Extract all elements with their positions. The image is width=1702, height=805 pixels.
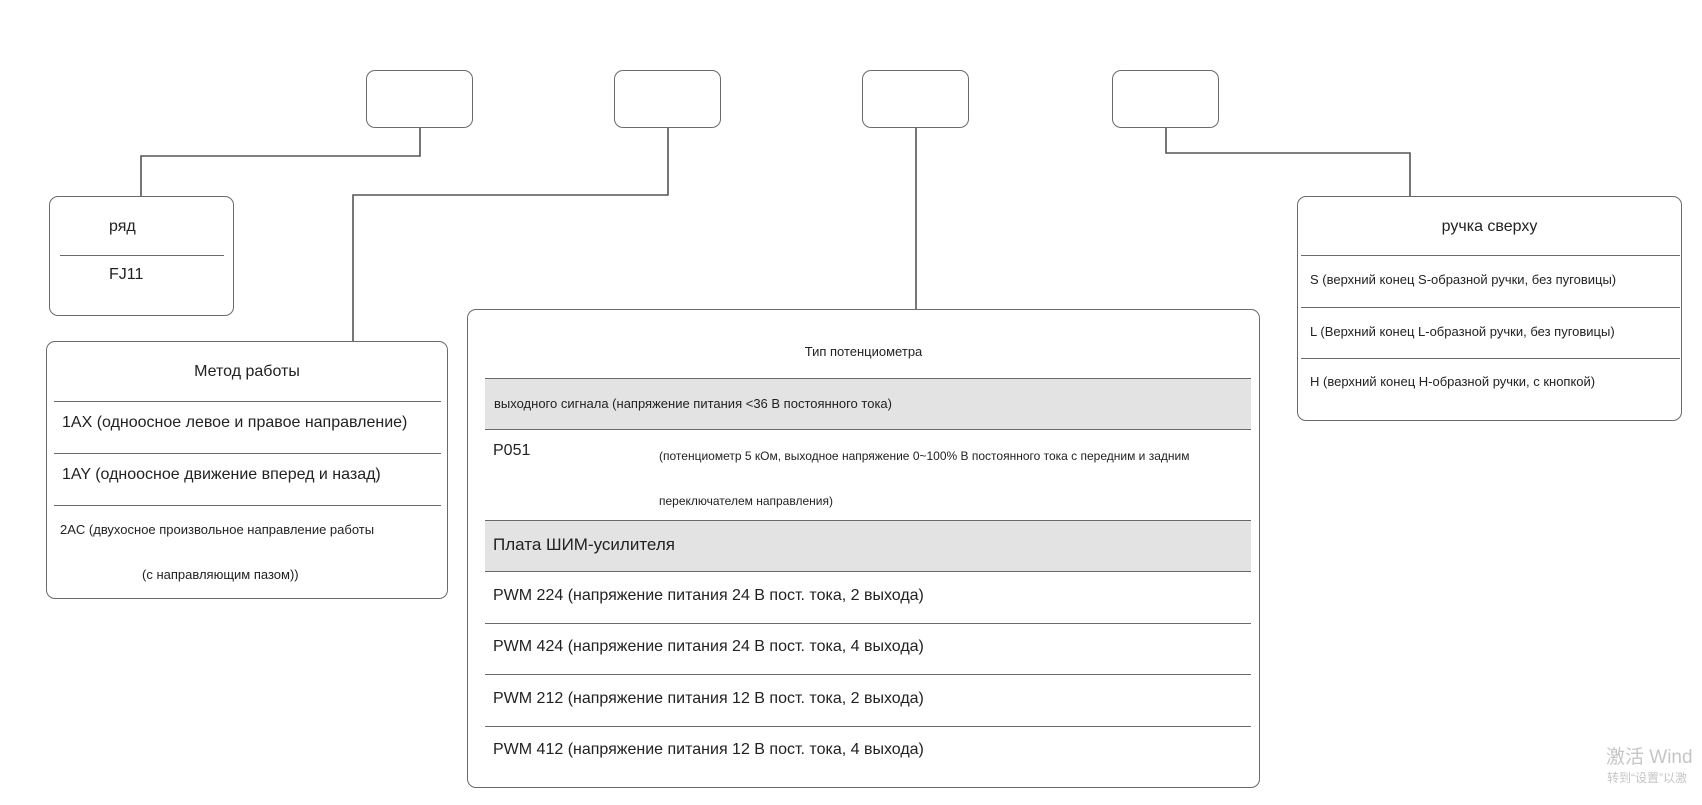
p051-description-line2: переключателем направления) xyxy=(659,494,833,508)
connector-series xyxy=(140,128,421,196)
pwm-option-424: PWM 424 (напряжение питания 24 В пост. т… xyxy=(493,638,924,655)
divider xyxy=(485,571,1251,572)
method-option-2ac-line1: 2AC (двухосное произвольное направление … xyxy=(60,522,375,537)
output-signal-header-bg xyxy=(485,378,1251,429)
code-box-potentiometer xyxy=(862,70,969,128)
divider xyxy=(485,429,1251,430)
connector-handle xyxy=(1165,128,1411,196)
output-signal-header: выходного сигнала (напряжение питания <3… xyxy=(494,396,892,411)
handle-option-s: S (верхний конец S-образной ручки, без п… xyxy=(1310,272,1617,287)
divider xyxy=(485,623,1251,624)
series-card: ряд FJ11 xyxy=(49,196,234,316)
divider xyxy=(54,505,441,506)
method-option-1ax: 1AX (одноосное левое и правое направлени… xyxy=(62,414,408,431)
p051-code: P051 xyxy=(493,442,531,459)
connector-method xyxy=(352,128,669,341)
method-card: Метод работы 1AX (одноосное левое и прав… xyxy=(46,341,448,599)
activation-watermark-subtitle: 转到“设置”以激 xyxy=(1607,771,1687,785)
pwm-header: Плата ШИМ-усилителя xyxy=(493,535,675,554)
code-box-method xyxy=(614,70,721,128)
pwm-header-bg xyxy=(485,520,1251,571)
handle-title: ручка сверху xyxy=(1441,218,1538,235)
divider xyxy=(60,255,224,256)
series-title: ряд xyxy=(109,218,136,235)
divider xyxy=(485,674,1251,675)
method-option-1ay: 1AY (одноосное движение вперед и назад) xyxy=(62,466,381,483)
divider xyxy=(1301,307,1680,308)
potentiometer-card: Тип потенциометра выходного сигнала (нап… xyxy=(467,309,1260,788)
potentiometer-title: Тип потенциометра xyxy=(804,344,923,359)
pwm-option-224: PWM 224 (напряжение питания 24 В пост. т… xyxy=(493,587,924,604)
divider xyxy=(485,378,1251,379)
code-box-handle xyxy=(1112,70,1219,128)
handle-option-h: H (верхний конец H-образной ручки, с кно… xyxy=(1310,374,1596,389)
divider xyxy=(1301,358,1680,359)
method-option-2ac-line2: (с направляющим пазом)) xyxy=(142,567,299,582)
divider xyxy=(1301,255,1680,256)
code-box-series xyxy=(366,70,473,128)
pwm-option-412: PWM 412 (напряжение питания 12 В пост. т… xyxy=(493,741,924,758)
activation-watermark-title: 激活 Wind xyxy=(1606,747,1693,768)
p051-description-line1: (потенциометр 5 кОм, выходное напряжение… xyxy=(659,449,1190,463)
series-value: FJ11 xyxy=(109,266,144,283)
divider xyxy=(485,520,1251,521)
handle-option-l: L (Верхний конец L-образной ручки, без п… xyxy=(1310,324,1615,339)
divider xyxy=(485,726,1251,727)
pwm-option-212: PWM 212 (напряжение питания 12 В пост. т… xyxy=(493,690,924,707)
divider xyxy=(54,401,441,402)
handle-card: ручка сверху S (верхний конец S-образной… xyxy=(1297,196,1682,421)
divider xyxy=(54,453,441,454)
method-title: Метод работы xyxy=(194,363,300,380)
